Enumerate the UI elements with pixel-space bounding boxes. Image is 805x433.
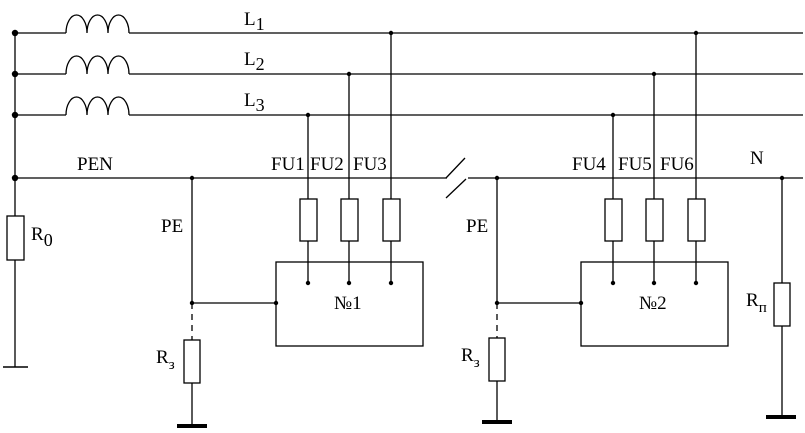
label-rz-right: Rз (461, 345, 480, 371)
fuse-fu6 (687, 198, 706, 242)
label-fu4: FU4 (572, 154, 606, 175)
label-unit-1: №1 (334, 293, 362, 314)
unit-1-box (275, 261, 424, 347)
phase-line-l1 (15, 14, 803, 34)
rz-left-resistor (183, 339, 201, 384)
coil-l1 (65, 14, 130, 34)
rp-branch (766, 178, 796, 419)
label-fu5: FU5 (618, 154, 652, 175)
rp-resistor (773, 282, 791, 327)
coil-l2 (65, 55, 130, 75)
break-mark-2 (445, 178, 467, 199)
label-unit-2: №2 (639, 293, 667, 314)
fuse-fu1 (299, 198, 318, 242)
pe-branch-right (482, 178, 581, 424)
unit2-feeders (604, 33, 706, 283)
phase-line-l2 (15, 55, 803, 75)
label-rz-left: Rз (156, 347, 175, 373)
label-l2: L2 (244, 49, 265, 74)
rz-right-resistor (488, 337, 506, 382)
label-rp: Rп (746, 290, 767, 316)
phase-line-l3 (15, 96, 803, 116)
label-fu2: FU2 (310, 154, 344, 175)
fuse-fu5 (645, 198, 664, 242)
unit-2-box (580, 261, 729, 347)
label-l3: L3 (244, 90, 265, 115)
label-r0: R0 (31, 224, 53, 250)
label-pe-right: PE (466, 216, 488, 237)
label-l1: L1 (244, 9, 265, 34)
label-fu3: FU3 (353, 154, 387, 175)
label-fu1: FU1 (271, 154, 305, 175)
fuse-fu4 (604, 198, 623, 242)
fuse-fu3 (382, 198, 401, 242)
fuse-fu2 (340, 198, 359, 242)
break-mark-1 (445, 157, 466, 179)
label-pen: PEN (77, 154, 113, 175)
label-fu6: FU6 (660, 154, 694, 175)
label-n: N (750, 148, 764, 169)
r0-resistor (6, 215, 25, 261)
pe-branch-left (177, 178, 276, 428)
label-pe-left: PE (161, 216, 183, 237)
unit1-feeders (299, 33, 401, 283)
coil-l3 (65, 96, 130, 116)
